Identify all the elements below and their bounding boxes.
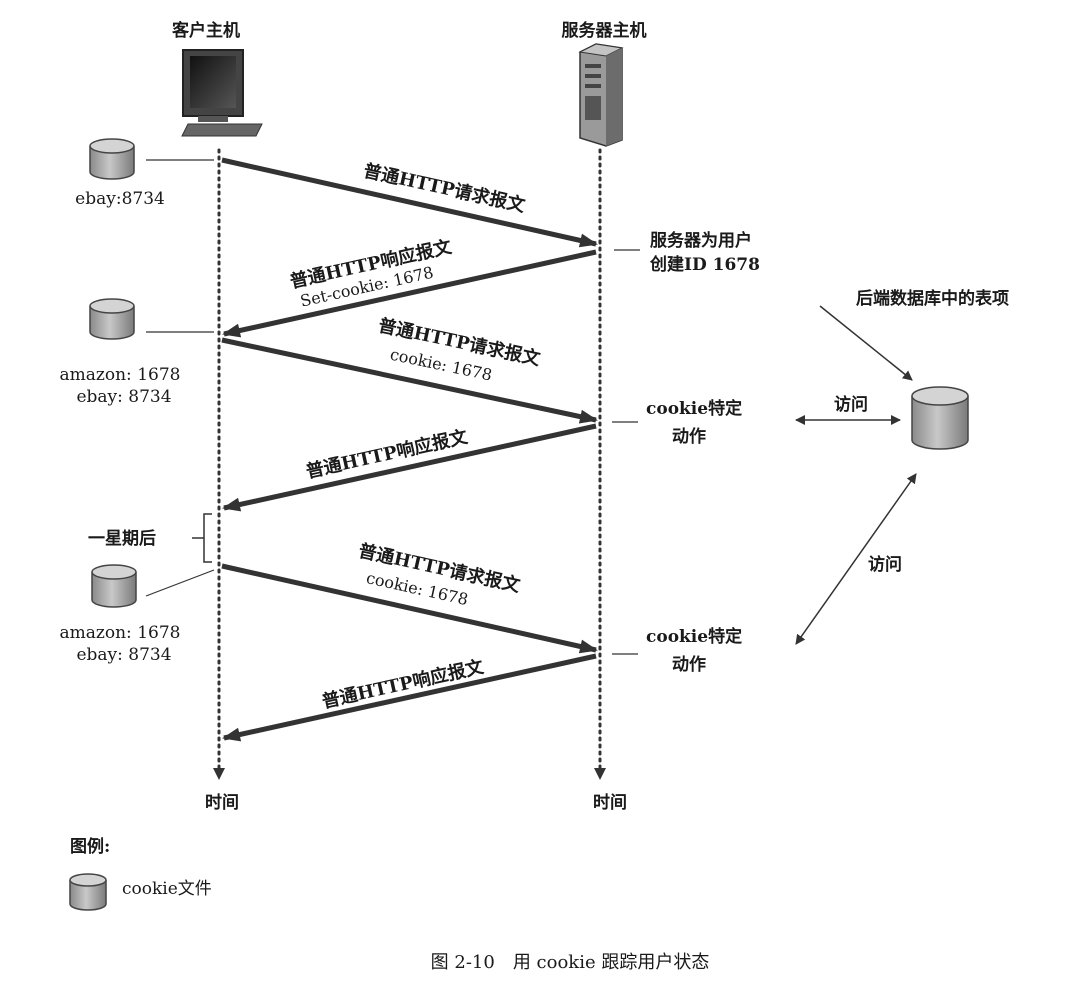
- client-computer-icon: [181, 49, 263, 137]
- cookie-file-1-line-1: ebay:8734: [75, 189, 165, 209]
- server-timeline-arrow: [594, 768, 606, 780]
- server-note-create-line-1: 服务器为用户: [650, 230, 752, 251]
- legend-title: 图例:: [70, 836, 110, 857]
- one-week-later-label: 一星期后: [88, 529, 156, 549]
- cookie-file-2-line-2: ebay: 8734: [76, 387, 171, 407]
- cookie-file-2-line-1: amazon: 1678: [60, 365, 181, 385]
- server-time-label: 时间: [593, 792, 627, 813]
- legend-cookie-icon: [69, 873, 107, 911]
- database-icon: [911, 386, 969, 450]
- figure-caption: 图 2-10 用 cookie 跟踪用户状态: [431, 952, 710, 973]
- cookie-file-icon: [91, 564, 137, 608]
- one-week-later-bracket: [192, 513, 212, 563]
- message-arrow-3: [221, 337, 598, 424]
- cookie-file-3-line-2: ebay: 8734: [76, 645, 171, 665]
- cookie-file-3-line-1: amazon: 1678: [60, 623, 181, 643]
- server-note-action-1-line-1: cookie特定: [646, 398, 742, 419]
- server-host-label: 服务器主机: [562, 20, 647, 41]
- backend-pointer-arrow: [819, 305, 913, 381]
- cookie-file-icon: [89, 298, 135, 340]
- message-arrow-4: [222, 423, 597, 512]
- message-arrow-5: [221, 563, 598, 654]
- client-time-label: 时间: [205, 792, 239, 813]
- client-timeline-arrow: [213, 768, 225, 780]
- server-note-action-2-line-1: cookie特定: [646, 626, 742, 647]
- access-label-2: 访问: [868, 554, 902, 575]
- access-label-1: 访问: [834, 394, 868, 415]
- server-note-create-line-2: 创建ID 1678: [649, 254, 760, 275]
- message-arrow-6: [222, 653, 597, 742]
- client-host-label: 客户主机: [171, 20, 240, 41]
- backend-label: 后端数据库中的表项: [856, 288, 1009, 309]
- server-note-action-1-line-2: 动作: [672, 426, 706, 447]
- cookie-file-icon: [89, 138, 135, 180]
- server-note-action-2-line-2: 动作: [672, 654, 706, 675]
- message-arrow-1: [221, 157, 598, 248]
- message-arrow-2: [222, 249, 597, 338]
- legend-item-label: cookie文件: [122, 879, 212, 899]
- access-arrow-2: [795, 473, 917, 645]
- server-tower-icon: [578, 43, 624, 147]
